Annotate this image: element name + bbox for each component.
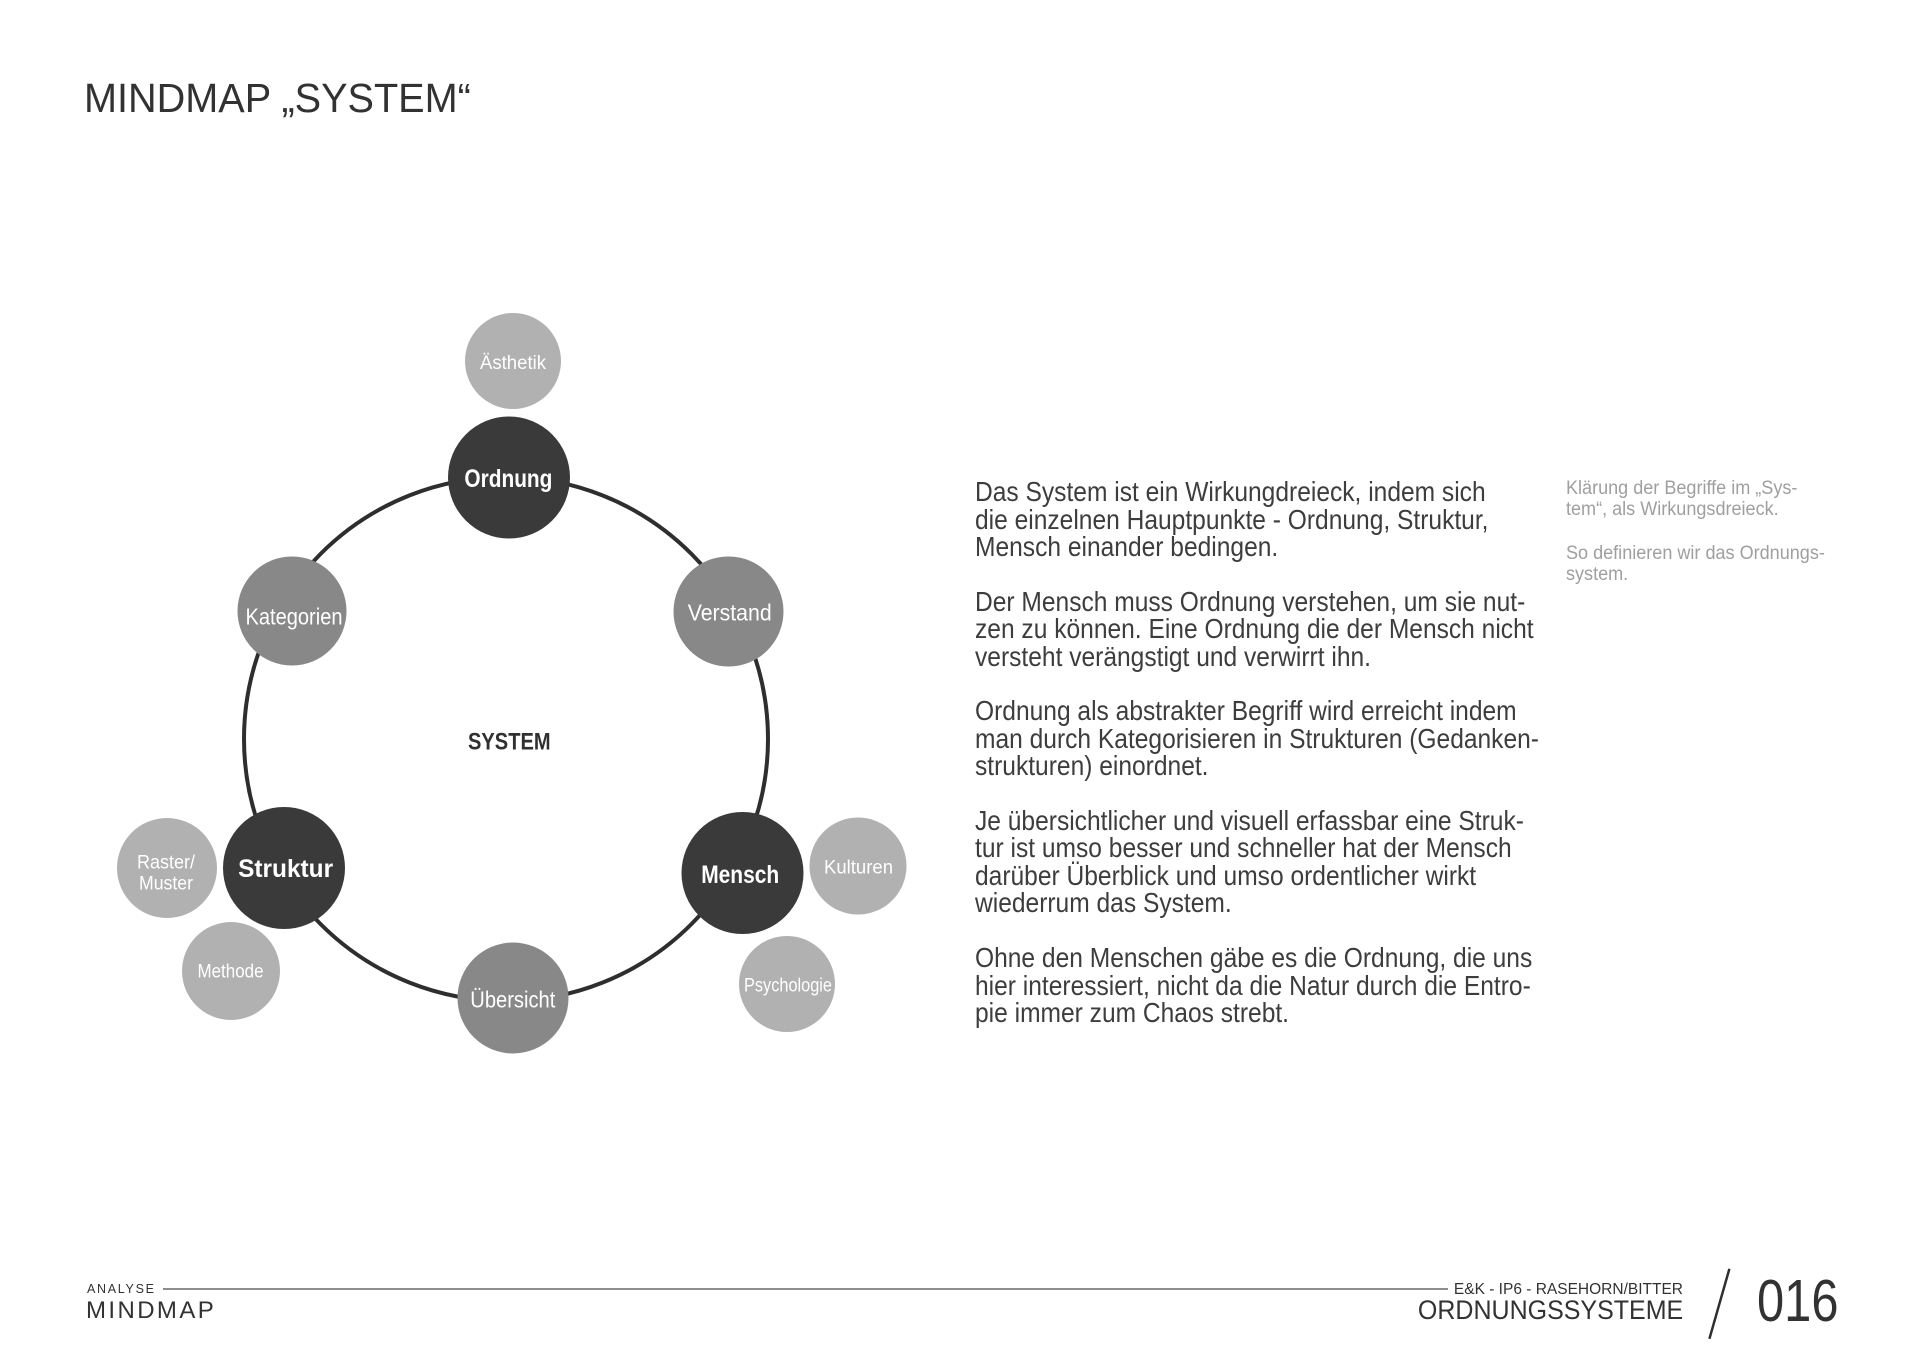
svg-text:Methode: Methode (198, 961, 264, 983)
svg-text:Übersicht: Übersicht (470, 987, 555, 1013)
svg-text:Muster: Muster (139, 873, 193, 895)
svg-text:Ästhetik: Ästhetik (480, 352, 546, 374)
svg-text:Kulturen: Kulturen (824, 857, 893, 879)
svg-text:SYSTEM: SYSTEM (468, 728, 551, 755)
svg-text:Verstand: Verstand (688, 600, 772, 626)
svg-text:Mensch: Mensch (701, 861, 779, 889)
svg-text:Raster/: Raster/ (137, 852, 196, 874)
svg-text:Psychologie: Psychologie (744, 975, 832, 997)
svg-text:Kategorien: Kategorien (246, 604, 343, 630)
svg-text:Ordnung: Ordnung (464, 465, 552, 493)
svg-text:Struktur: Struktur (238, 855, 333, 883)
